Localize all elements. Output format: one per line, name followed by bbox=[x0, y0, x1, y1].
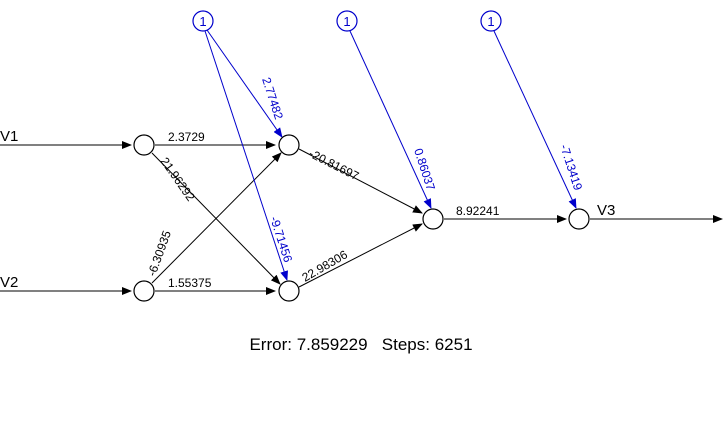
steps-value: 6251 bbox=[435, 335, 473, 354]
output-node-v3 bbox=[568, 208, 590, 230]
bias-node-2 bbox=[336, 10, 358, 32]
weight-label-v2-h1-1: -6.30935 bbox=[145, 228, 174, 278]
edge-v2-h1-1 bbox=[151, 152, 282, 284]
input-node-v1 bbox=[133, 134, 155, 156]
bias-label-b3-out: -7.13419 bbox=[557, 143, 585, 193]
error-value: 7.859229 bbox=[297, 335, 368, 354]
weight-label-v1-h1-2: 21.96292 bbox=[158, 155, 198, 204]
weight-label-h1-2-h2: 22.98306 bbox=[300, 247, 351, 284]
weight-label-h2-out: 8.92241 bbox=[456, 204, 500, 218]
input-node-v2 bbox=[133, 280, 155, 302]
input-label-v2: V2 bbox=[0, 274, 18, 291]
bias-node-2-label: 1 bbox=[343, 14, 350, 29]
training-summary: Error: 7.859229 Steps: 6251 bbox=[249, 335, 472, 354]
bias-node-3 bbox=[480, 10, 502, 32]
bias-node-1 bbox=[192, 10, 214, 32]
bias-node-3-label: 1 bbox=[487, 14, 494, 29]
hidden-node-2 bbox=[422, 208, 444, 230]
weight-label-v1-h1-1: 2.3729 bbox=[168, 130, 205, 144]
bias-node-1-label: 1 bbox=[199, 14, 206, 29]
error-label: Error: bbox=[249, 335, 292, 354]
bias-label-b1-h1-1: 2.77482 bbox=[259, 76, 286, 122]
weight-label-v2-h1-2: 1.55375 bbox=[168, 276, 212, 290]
bias-edge-b3-out bbox=[493, 30, 577, 209]
hidden-node-1-1 bbox=[278, 134, 300, 156]
edge-h1-2-h2 bbox=[298, 223, 423, 288]
steps-label: Steps: bbox=[382, 335, 430, 354]
bias-edge-b1-h1-2 bbox=[204, 30, 288, 281]
hidden-node-1-2 bbox=[278, 280, 300, 302]
bias-label-b1-h1-2: -9.71456 bbox=[267, 215, 295, 265]
input-label-v1: V1 bbox=[0, 128, 18, 145]
bias-label-b2-h2: 0.86037 bbox=[411, 147, 438, 193]
bias-edge-b1-h1-1 bbox=[206, 29, 283, 138]
output-label-v3: V3 bbox=[597, 202, 615, 219]
weight-label-h1-1-h2: -20.81697 bbox=[307, 146, 362, 183]
edge-h1-1-h2 bbox=[298, 148, 423, 214]
bias-edge-b2-h2 bbox=[349, 30, 432, 209]
